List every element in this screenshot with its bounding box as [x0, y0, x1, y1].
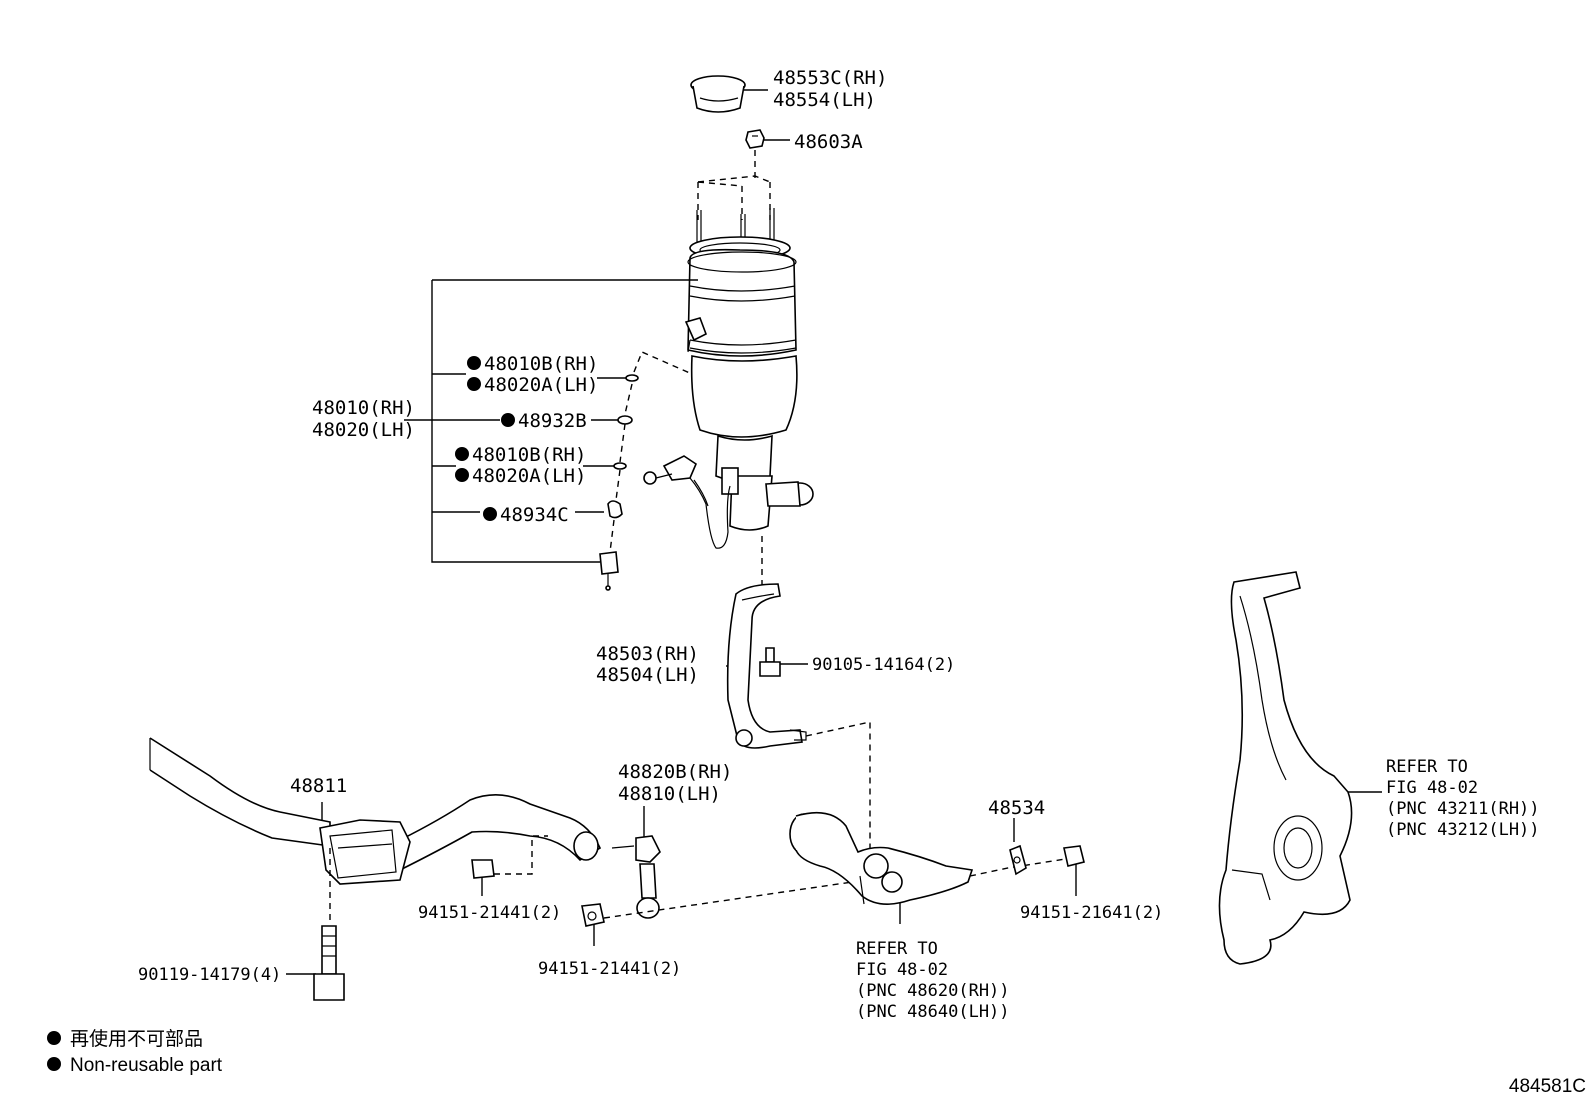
arm-ref-line4: (PNC 48640(LH)): [856, 1002, 1010, 1022]
top-nut-part: [745, 129, 765, 149]
non-reusable-dot-icon: [455, 468, 469, 482]
air-suspension-strut: [643, 208, 814, 549]
arm-nut-part: [1063, 845, 1085, 867]
arm-washer-dashed: [969, 857, 1073, 877]
bracket-bolt-label: 90105-14164(2): [812, 655, 955, 675]
lower-arm-part: [789, 811, 974, 905]
arm-nut-label: 94151-21641(2): [1020, 903, 1163, 923]
assembly-lh-label: 48020(LH): [312, 419, 415, 441]
oring1-rh-label: 48010B(RH): [484, 353, 598, 375]
knuckle-ref-line3: (PNC 43211(RH)): [1386, 799, 1540, 819]
legend-japanese: 再使用不可部品: [70, 1028, 203, 1050]
bracket-lh-label: 48504(LH): [596, 664, 699, 686]
link-nut-1-part: [471, 859, 495, 879]
non-reusable-dot-icon: [467, 356, 481, 370]
knuckle-ref-line2: FIG 48-02: [1386, 778, 1478, 798]
link-lh-label: 48810(LH): [618, 783, 721, 805]
bracket-bolt-part: [759, 647, 781, 677]
cap-lh-label: 48554(LH): [773, 89, 876, 111]
link-nut-dashed: [494, 835, 548, 875]
arm-ref-line2: FIG 48-02: [856, 960, 948, 980]
link-to-arm-dashed: [603, 879, 867, 919]
stabilizer-bar-label: 48811: [290, 775, 347, 797]
gasket-label: 48932B: [518, 410, 587, 432]
seal-stack-dashed: [609, 383, 633, 553]
stabilizer-link-part: [611, 835, 661, 919]
small-seals: [599, 374, 639, 591]
figure-id: 484581C: [1509, 1076, 1586, 1097]
legend-english: Non-reusable part: [70, 1055, 223, 1076]
knuckle-ref-line1: REFER TO: [1386, 757, 1468, 777]
assembly-bracket-lines: [404, 279, 698, 563]
bracket-rh-label: 48503(RH): [596, 643, 699, 665]
clip-label: 48934C: [500, 504, 569, 526]
cap-part: [690, 75, 746, 113]
arm-ref-line3: (PNC 48620(RH)): [856, 981, 1010, 1001]
bracket-to-arm-dashed: [805, 721, 871, 880]
non-reusable-dot-icon: [455, 447, 469, 461]
non-reusable-dot-icon: [501, 413, 515, 427]
stabilizer-bar-part: [149, 737, 602, 885]
stabilizer-bolt-part: [313, 925, 345, 1001]
non-reusable-dot-icon: [467, 377, 481, 391]
stabilizer-bolt-label: 90119-14179(4): [138, 965, 281, 985]
arm-ref-line1: REFER TO: [856, 939, 938, 959]
washer-part: [1009, 844, 1027, 876]
legend: 再使用不可部品 Non-reusable part: [47, 1028, 223, 1076]
washer-label: 48534: [988, 797, 1045, 819]
link-nut-2-label: 94151-21441(2): [538, 959, 681, 979]
link-nut-1-label: 94151-21441(2): [418, 903, 561, 923]
assembly-rh-label: 48010(RH): [312, 397, 415, 419]
top-nut-label: 48603A: [794, 131, 863, 153]
legend-dot-icon: [47, 1057, 61, 1071]
non-reusable-dot-icon: [483, 507, 497, 521]
oring2-rh-label: 48010B(RH): [472, 444, 586, 466]
oring-dashed: [633, 351, 693, 375]
oring1-lh-label: 48020A(LH): [484, 374, 598, 396]
stud-dashed-lines: [697, 150, 771, 220]
steering-knuckle-part: [1218, 571, 1353, 965]
link-nut-2-part: [581, 903, 605, 927]
oring2-lh-label: 48020A(LH): [472, 465, 586, 487]
cap-rh-label: 48553C(RH): [773, 67, 887, 89]
knuckle-ref-line4: (PNC 43212(LH)): [1386, 820, 1540, 840]
link-rh-label: 48820B(RH): [618, 761, 732, 783]
strut-bracket-part: [726, 583, 807, 749]
legend-dot-icon: [47, 1031, 61, 1045]
